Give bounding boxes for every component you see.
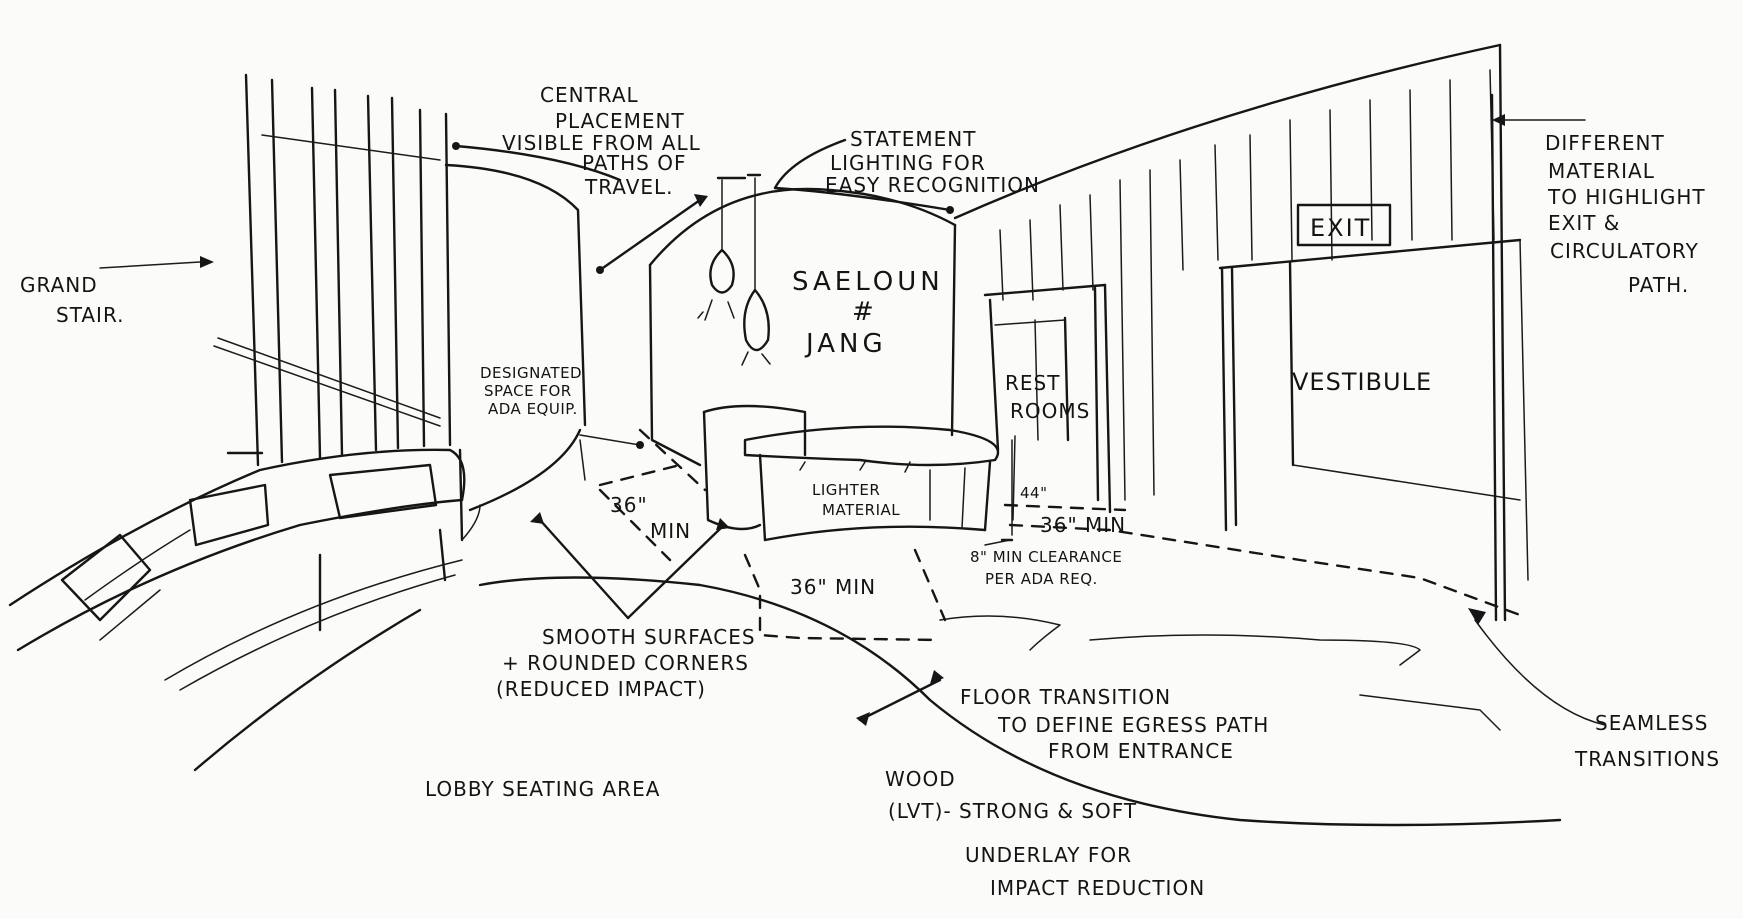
grand-stair-line-1: GRAND bbox=[20, 273, 98, 297]
designated-space-line-1: DESIGNATED bbox=[480, 364, 582, 382]
rest-rooms bbox=[983, 283, 1107, 502]
curved-wall bbox=[444, 163, 587, 512]
central-placement-line-2: PLACEMENT bbox=[555, 109, 685, 133]
statement-lighting-line-1: STATEMENT bbox=[850, 127, 976, 151]
circulation-paths bbox=[598, 428, 1522, 642]
seamless-line-2: TRANSITIONS bbox=[1574, 747, 1720, 771]
reception-desk bbox=[702, 404, 1016, 542]
sign-name-line-1: SAELOUN bbox=[792, 267, 944, 297]
different-material-line-6: PATH. bbox=[1628, 273, 1689, 297]
floor-transition-line-1: FLOOR TRANSITION bbox=[960, 685, 1171, 709]
dim-36-right: 36" MIN bbox=[1040, 513, 1126, 537]
different-material-line-3: TO HIGHLIGHT bbox=[1547, 185, 1706, 209]
statement-lighting-line-3: EASY RECOGNITION bbox=[825, 173, 1040, 197]
feature-wall bbox=[648, 173, 957, 467]
central-placement-line-4: PATHS OF bbox=[582, 151, 686, 175]
lighter-material-line-2: MATERIAL bbox=[822, 501, 900, 519]
sign-name-line-2: # bbox=[852, 297, 878, 327]
central-placement-line-1: CENTRAL bbox=[540, 83, 639, 107]
exit-sign-text: EXIT bbox=[1310, 214, 1371, 242]
clearance-line-1: 8" MIN CLEARANCE bbox=[970, 548, 1122, 566]
sign-name-line-3: JANG bbox=[804, 329, 887, 359]
smooth-surfaces-line-2: + ROUNDED CORNERS bbox=[502, 651, 749, 675]
annotations: GRAND STAIR. CENTRAL PLACEMENT VISIBLE F… bbox=[20, 83, 1720, 900]
central-placement-line-3: VISIBLE FROM ALL bbox=[502, 131, 701, 155]
wood-lvt-line-4: IMPACT REDUCTION bbox=[990, 876, 1205, 900]
different-material-line-2: MATERIAL bbox=[1548, 159, 1655, 183]
rest-rooms-line-1: REST bbox=[1005, 371, 1060, 395]
lighter-material-line-1: LIGHTER bbox=[812, 481, 880, 499]
vestibule bbox=[1218, 238, 1522, 532]
wood-lvt-line-2: (LVT)- STRONG & SOFT bbox=[888, 799, 1137, 823]
smooth-surfaces-line-1: SMOOTH SURFACES bbox=[542, 625, 756, 649]
floor-transition bbox=[478, 576, 1562, 827]
different-material-line-5: CIRCULATORY bbox=[1550, 239, 1699, 263]
different-material-line-4: EXIT & bbox=[1548, 211, 1620, 235]
lobby-seating-label: LOBBY SEATING AREA bbox=[425, 777, 660, 801]
designated-space-line-2: SPACE FOR bbox=[484, 382, 572, 400]
different-material-line-1: DIFFERENT bbox=[1545, 131, 1665, 155]
right-wall bbox=[953, 43, 1529, 622]
clearance-line-2: PER ADA REQ. bbox=[985, 570, 1098, 588]
grand-stair-line-2: STAIR. bbox=[56, 303, 124, 327]
rest-rooms-line-2: ROOMS bbox=[1010, 399, 1090, 423]
exit-sign bbox=[1296, 203, 1392, 247]
floor-transition-line-3: FROM ENTRANCE bbox=[1048, 739, 1234, 763]
dim-36-left: 36" bbox=[610, 493, 648, 517]
statement-lighting-line-2: LIGHTING FOR bbox=[830, 151, 986, 175]
dim-min-left: MIN bbox=[650, 519, 691, 543]
seamless-line-1: SEAMLESS bbox=[1595, 711, 1708, 735]
stair-fins bbox=[213, 73, 452, 467]
smooth-surfaces-line-3: (REDUCED IMPACT) bbox=[496, 677, 706, 701]
leader-arrows bbox=[99, 114, 1606, 726]
dim-44: 44" bbox=[1020, 484, 1048, 502]
floor-transition-line-2: TO DEFINE EGRESS PATH bbox=[997, 713, 1269, 737]
central-placement-line-5: TRAVEL. bbox=[584, 175, 674, 199]
wood-lvt-line-3: UNDERLAY FOR bbox=[965, 843, 1132, 867]
wood-lvt-line-1: WOOD bbox=[885, 767, 956, 791]
designated-space-line-3: ADA EQUIP. bbox=[488, 400, 578, 418]
dim-36-center: 36" MIN bbox=[790, 575, 876, 599]
lobby-bench bbox=[8, 448, 481, 772]
vestibule-label: VESTIBULE bbox=[1292, 368, 1432, 396]
